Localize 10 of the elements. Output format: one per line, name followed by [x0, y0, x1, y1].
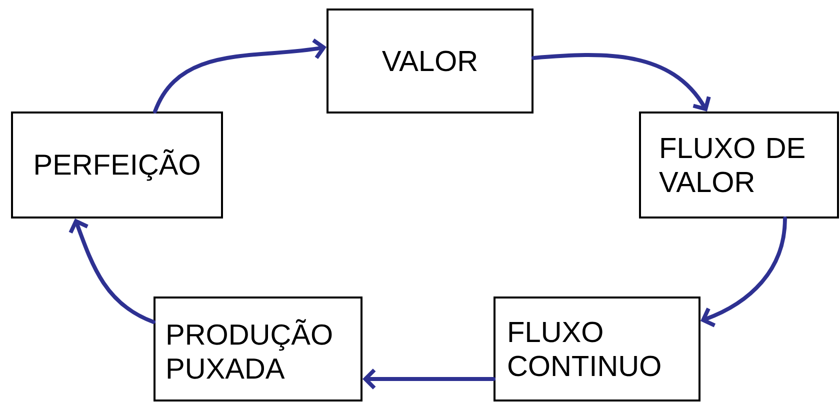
arrow: [68, 218, 156, 324]
process-box: PRODUÇÃO PUXADA: [154, 296, 362, 402]
arrow: [153, 38, 326, 114]
process-box: VALOR: [326, 8, 534, 114]
arrow: [532, 53, 711, 112]
process-box: FLUXO CONTINUO: [494, 296, 700, 402]
arrow: [362, 368, 496, 390]
process-box: FLUXO DE VALOR: [639, 112, 839, 218]
process-box: PERFEIÇÃO: [11, 112, 223, 218]
arrow: [700, 216, 787, 328]
